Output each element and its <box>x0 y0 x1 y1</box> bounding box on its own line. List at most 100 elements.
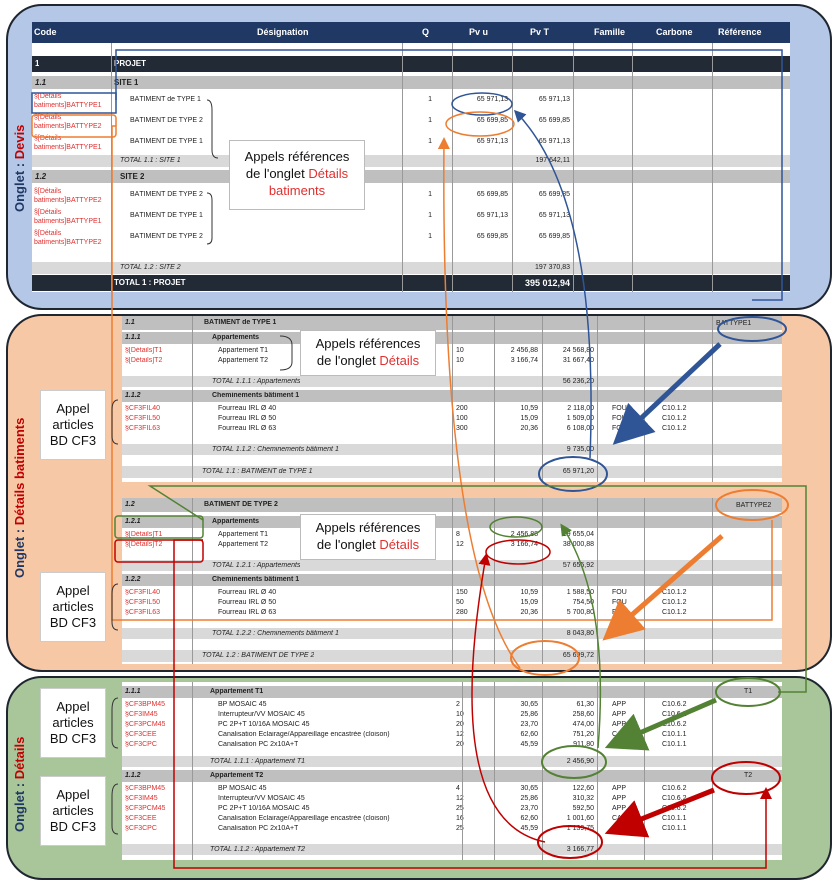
row-designation: BÂTIMENT DE TYPE 1 <box>130 212 203 219</box>
t2-ref[interactable]: T2 <box>744 772 753 779</box>
header-designation[interactable]: Désignation <box>257 27 309 37</box>
t1-title-row[interactable]: 1.1.1 Appartement T1 <box>122 686 782 698</box>
bat1-sub1-total-label: TOTAL 1.1.1 : Appartements <box>212 378 301 385</box>
row-carbone: C10.1.2 <box>662 589 687 596</box>
callout-devis-red: Détails batiments <box>268 166 349 198</box>
row-code: §[Détails]T1 <box>125 531 163 538</box>
bat1-ref[interactable]: BATTYPE1 <box>716 320 752 327</box>
row-designation: BP MOSAIC 45 <box>218 701 267 708</box>
bat2-ref[interactable]: BATTYPE2 <box>736 502 772 509</box>
row-pvt: 751,20 <box>572 731 594 738</box>
row-code: §[Détails batiments]BATTYPE1 <box>34 93 102 109</box>
row-carbone: C10.1.1 <box>662 825 687 832</box>
row-pvt: 122,60 <box>572 785 594 792</box>
row-q: 20 <box>456 721 464 728</box>
row-pvu: 23,70 <box>520 721 538 728</box>
callout-bat1: Appels références de l'onglet Détails <box>300 330 436 376</box>
row-designation: Appartement T1 <box>218 531 269 538</box>
t1-ref[interactable]: T1 <box>744 688 753 695</box>
row-q: 12 <box>456 795 464 802</box>
projet-label: PROJET <box>114 59 147 68</box>
appel-brace-1 <box>111 399 119 445</box>
highlight-t2-code <box>114 539 204 563</box>
bat1-sub1-title: Appartements <box>212 334 260 341</box>
total-projet-row[interactable]: TOTAL 1 : PROJET 395 012,94 <box>32 275 790 291</box>
row-pvt: 1 001,60 <box>566 815 594 822</box>
header-reference[interactable]: Référence <box>718 27 762 37</box>
header-pvu[interactable]: Pv u <box>469 27 489 37</box>
bat2-sub2-title: Cheminements bâtiment 1 <box>212 576 300 583</box>
t2-title-row[interactable]: 1.1.2 Appartement T2 <box>122 770 782 782</box>
site2-row[interactable]: 1.2 SITE 2 <box>32 170 790 183</box>
blue-return-arrow <box>513 109 592 459</box>
ellipse-bat1-total <box>538 456 608 492</box>
row-q: 16 <box>456 815 464 822</box>
header-code[interactable]: Code <box>34 27 57 37</box>
highlight-t1-code <box>114 515 204 539</box>
callout-devis: Appels références de l'onglet Détails ba… <box>229 140 365 210</box>
row-pvt: 65 971,13 <box>538 96 570 103</box>
t1-total-label: TOTAL 1.1.1 : Appartement T1 <box>210 758 306 765</box>
row-code: §[Détails batiments]BATTYPE1 <box>34 135 102 151</box>
site1-label: SITE 1 <box>114 78 139 87</box>
header-pvt[interactable]: Pv T <box>530 27 550 37</box>
row-code: §CF3FIL63 <box>125 425 161 432</box>
bat1-sub2-total-value: 9 735,00 <box>566 446 594 453</box>
row-code: §[Détails batiments]BATTYPE2 <box>34 230 102 246</box>
devis-header-row: Code Désignation Q Pv u Pv T Famille Car… <box>32 22 790 43</box>
row-pvt: 65 699,85 <box>538 117 570 124</box>
total-site2-row[interactable]: TOTAL 1.2 : SITE 2 197 370,83 <box>32 262 790 274</box>
row-pvu: 20,36 <box>520 425 538 432</box>
row-q: 150 <box>456 589 468 596</box>
row-q: 1 <box>428 138 432 145</box>
appel-brace-2 <box>111 583 119 631</box>
site2-label: SITE 2 <box>120 172 145 181</box>
callout-bat2: Appels références de l'onglet Détails <box>300 514 436 560</box>
row-pvu: 3 166,74 <box>510 541 538 548</box>
row-q: 10 <box>456 711 464 718</box>
bat2-code: 1.2 <box>125 501 135 508</box>
site1-row[interactable]: 1.1 SITE 1 <box>32 76 790 89</box>
header-carbone[interactable]: Carbone <box>656 27 693 37</box>
row-pvt: 65 971,13 <box>538 138 570 145</box>
bat2-sub2-total-label: TOTAL 1.2.2 : Cheminements bâtiment 1 <box>212 630 339 637</box>
total-projet-value: 395 012,94 <box>524 278 570 288</box>
row-pvt: 2 118,00 <box>567 405 594 412</box>
t2-total-row[interactable]: TOTAL 1.1.2 : Appartement T2 3 166,77 <box>122 844 782 855</box>
t1-total-row[interactable]: TOTAL 1.1.1 : Appartement T1 2 456,90 <box>122 756 782 767</box>
row-pvu: 25,86 <box>520 795 538 802</box>
row-pvt: 61,30 <box>576 701 594 708</box>
row-pvt: 474,00 <box>572 721 594 728</box>
row-pvu: 65 699,85 <box>476 117 508 124</box>
row-q: 200 <box>456 405 468 412</box>
ellipse-bat2-total <box>510 640 580 676</box>
ellipse-t2-ref <box>711 761 781 795</box>
total-site1-row[interactable]: TOTAL 1.1 : SITE 1 197 642,11 <box>32 155 790 167</box>
header-q[interactable]: Q <box>422 27 430 37</box>
projet-row[interactable]: 1 PROJET <box>32 56 790 72</box>
orange-link-line <box>111 125 773 621</box>
row-famille: FOU <box>612 589 627 596</box>
ellipse-devis-pvu1 <box>451 92 513 116</box>
highlight-battype2-code <box>31 114 117 138</box>
row-q: 25 <box>456 805 464 812</box>
header-famille[interactable]: Famille <box>594 27 626 37</box>
row-code: §[Détails batiments]BATTYPE2 <box>34 114 102 130</box>
row-designation: Fourreau IRL Ø 40 <box>218 589 277 596</box>
callout-devis-line1: Appels références <box>244 149 350 164</box>
row-designation: Fourreau IRL Ø 63 <box>218 609 277 616</box>
